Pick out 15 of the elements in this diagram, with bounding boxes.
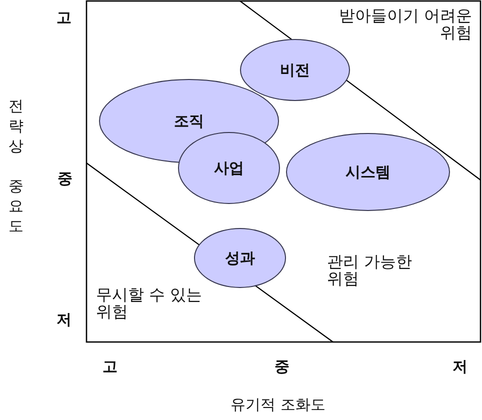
ellipse: 성과 (194, 228, 286, 288)
ellipse: 사업 (178, 132, 280, 204)
zone-label: 관리 가능한 위험 (327, 253, 414, 287)
axis-title: 전략상 중요도 (8, 96, 24, 236)
axis-tick-label: 중 (274, 358, 290, 376)
axis-tick-label: 고 (102, 358, 118, 376)
axis-tick-label: 저 (56, 312, 72, 328)
zone-label: 무시할 수 있는 위험 (96, 286, 204, 320)
ellipse: 비전 (240, 39, 350, 101)
axis-title: 유기적 조화도 (230, 396, 326, 414)
axis-tick-label: 중 (58, 170, 72, 188)
zone-label: 받아들이기 어려운 위험 (338, 7, 472, 41)
axis-tick-label: 저 (452, 358, 468, 376)
ellipse: 시스템 (286, 133, 450, 211)
axis-tick-label: 고 (56, 10, 72, 26)
